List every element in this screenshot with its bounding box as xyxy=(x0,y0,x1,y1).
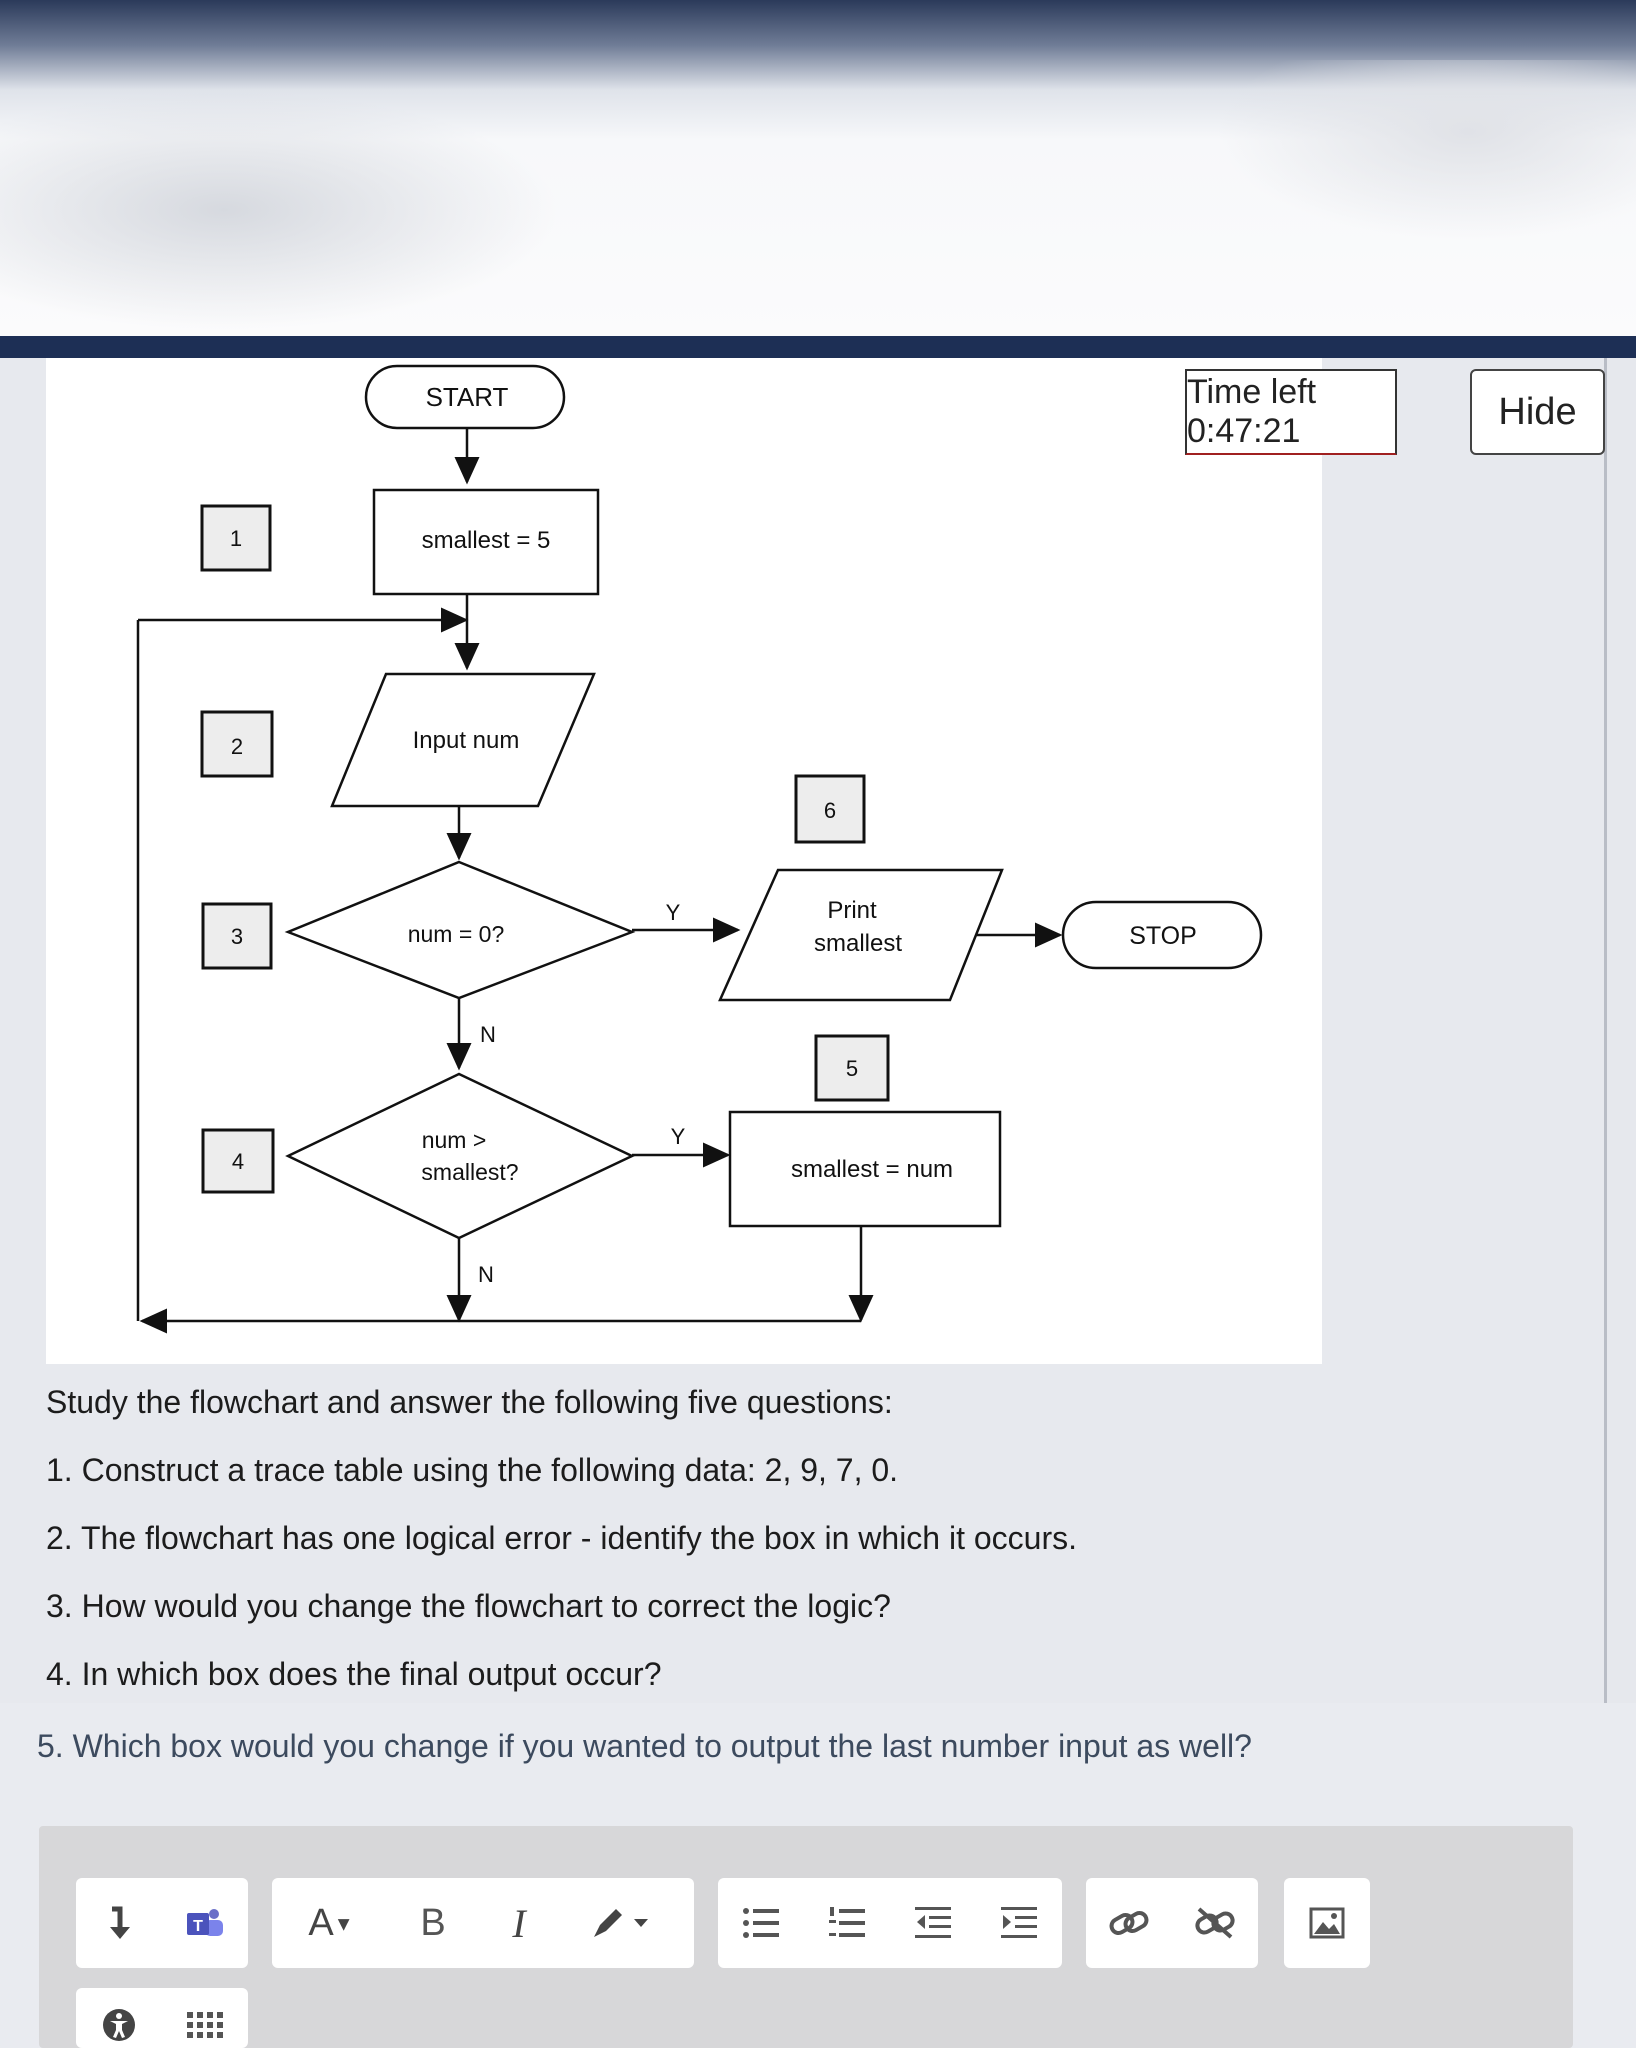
hide-timer-button[interactable]: Hide xyxy=(1470,369,1605,455)
yes-label: Y xyxy=(671,1124,686,1149)
toolbar-group-misc: T xyxy=(76,1878,248,1968)
box2-text: Input num xyxy=(413,727,520,754)
more-options-button[interactable] xyxy=(162,2002,248,2048)
question-intro: Study the flowchart and answer the follo… xyxy=(46,1384,893,1420)
numbered-list-icon xyxy=(829,1907,865,1937)
question-1: 1. Construct a trace table using the fol… xyxy=(46,1452,899,1488)
unlink-icon xyxy=(1195,1907,1235,1939)
unlink-button[interactable] xyxy=(1172,1878,1258,1968)
link-button[interactable] xyxy=(1086,1878,1172,1968)
image-icon xyxy=(1309,1907,1345,1939)
label-4: 4 xyxy=(232,1149,244,1174)
stop-terminal xyxy=(1061,900,1263,970)
svg-text:T: T xyxy=(193,1918,203,1935)
outdent-icon xyxy=(915,1907,951,1938)
box6-text-line1: Print xyxy=(827,897,877,924)
bullet-list-icon xyxy=(743,1908,779,1938)
no-label: N xyxy=(478,1262,494,1287)
label-1: 1 xyxy=(230,526,242,551)
blurred-region xyxy=(1216,60,1636,240)
label-box-5 xyxy=(814,1034,890,1102)
yes-label: Y xyxy=(666,900,681,925)
label-box-2 xyxy=(200,710,274,778)
box4-text-line2: smallest? xyxy=(421,1159,518,1185)
box4-text-line1: num > xyxy=(422,1127,487,1153)
start-terminal xyxy=(364,364,566,430)
toolbar-group-lists xyxy=(718,1878,1062,1968)
no-label: N xyxy=(480,1022,496,1047)
flowchart: START smallest = 5 Input num num = 0? nu… xyxy=(136,364,1263,1334)
bold-icon: B xyxy=(420,1901,446,1944)
hide-label: Hide xyxy=(1498,390,1577,433)
font-color-icon: A▼ xyxy=(308,1901,354,1944)
indent-button[interactable] xyxy=(976,1878,1062,1968)
link-icon xyxy=(1109,1911,1149,1935)
question-5: 5. Which box would you change if you wan… xyxy=(37,1728,1252,1764)
time-left-text: Time left 0:47:21 xyxy=(1187,373,1317,450)
teams-meeting-button[interactable]: T xyxy=(162,1878,248,1968)
insert-image-button[interactable] xyxy=(1284,1878,1370,1968)
question-2: 2. The flowchart has one logical error -… xyxy=(46,1520,1078,1556)
expand-toolbar-button[interactable] xyxy=(76,1878,162,1968)
content-border xyxy=(1604,358,1607,1703)
blurred-region xyxy=(0,90,560,330)
process-smallest-num xyxy=(728,1110,1002,1228)
label-6: 6 xyxy=(824,798,836,823)
label-box-3 xyxy=(201,902,273,970)
expand-icon xyxy=(110,1906,130,1939)
question-3: 3. How would you change the flowchart to… xyxy=(46,1588,891,1624)
italic-button[interactable]: I xyxy=(476,1878,562,1968)
box6-text-line2: smallest xyxy=(814,930,902,957)
outdent-button[interactable] xyxy=(890,1878,976,1968)
label-2: 2 xyxy=(231,734,243,759)
highlight-button[interactable] xyxy=(562,1878,680,1968)
bullet-list-button[interactable] xyxy=(718,1878,804,1968)
start-text: START xyxy=(426,382,509,412)
numbered-list-button[interactable] xyxy=(804,1878,890,1968)
label-box-1 xyxy=(200,504,272,572)
box5-text: smallest = num xyxy=(791,1156,953,1183)
flowchart-image: START smallest = 5 Input num num = 0? nu… xyxy=(46,358,1322,1364)
process-smallest-5 xyxy=(372,488,600,596)
navigation-bar xyxy=(0,336,1636,358)
indent-icon xyxy=(1001,1907,1037,1938)
accessibility-button[interactable] xyxy=(76,2002,162,2048)
bold-button[interactable]: B xyxy=(390,1878,476,1968)
toolbar-group-format: A▼ B I xyxy=(272,1878,694,1968)
highlight-icon xyxy=(594,1909,648,1937)
box3-text: num = 0? xyxy=(408,921,505,947)
blurred-page-header xyxy=(0,0,1636,336)
toolbar-group-media xyxy=(1284,1878,1370,1968)
box1-text: smallest = 5 xyxy=(422,527,551,554)
accessibility-icon xyxy=(103,2009,135,2041)
font-glyph: A xyxy=(308,1901,334,1944)
label-box-6 xyxy=(794,774,866,844)
more-icon xyxy=(187,2012,223,2038)
toolbar-group-links xyxy=(1086,1878,1258,1968)
output-print-smallest xyxy=(718,868,1004,1002)
toolbar-group-secondary xyxy=(76,1988,248,2048)
label-box-4 xyxy=(201,1128,275,1194)
input-num xyxy=(330,672,596,808)
decision-num-gt-smallest xyxy=(285,1072,635,1240)
label-3: 3 xyxy=(231,924,243,949)
label-5: 5 xyxy=(846,1056,858,1081)
teams-icon: T xyxy=(187,1909,223,1936)
stop-text: STOP xyxy=(1129,922,1197,950)
question-4: 4. In which box does the final output oc… xyxy=(46,1656,662,1692)
font-color-button[interactable]: A▼ xyxy=(272,1878,390,1968)
italic-icon: I xyxy=(512,1900,526,1946)
time-left-display: Time left 0:47:21 xyxy=(1185,369,1397,455)
